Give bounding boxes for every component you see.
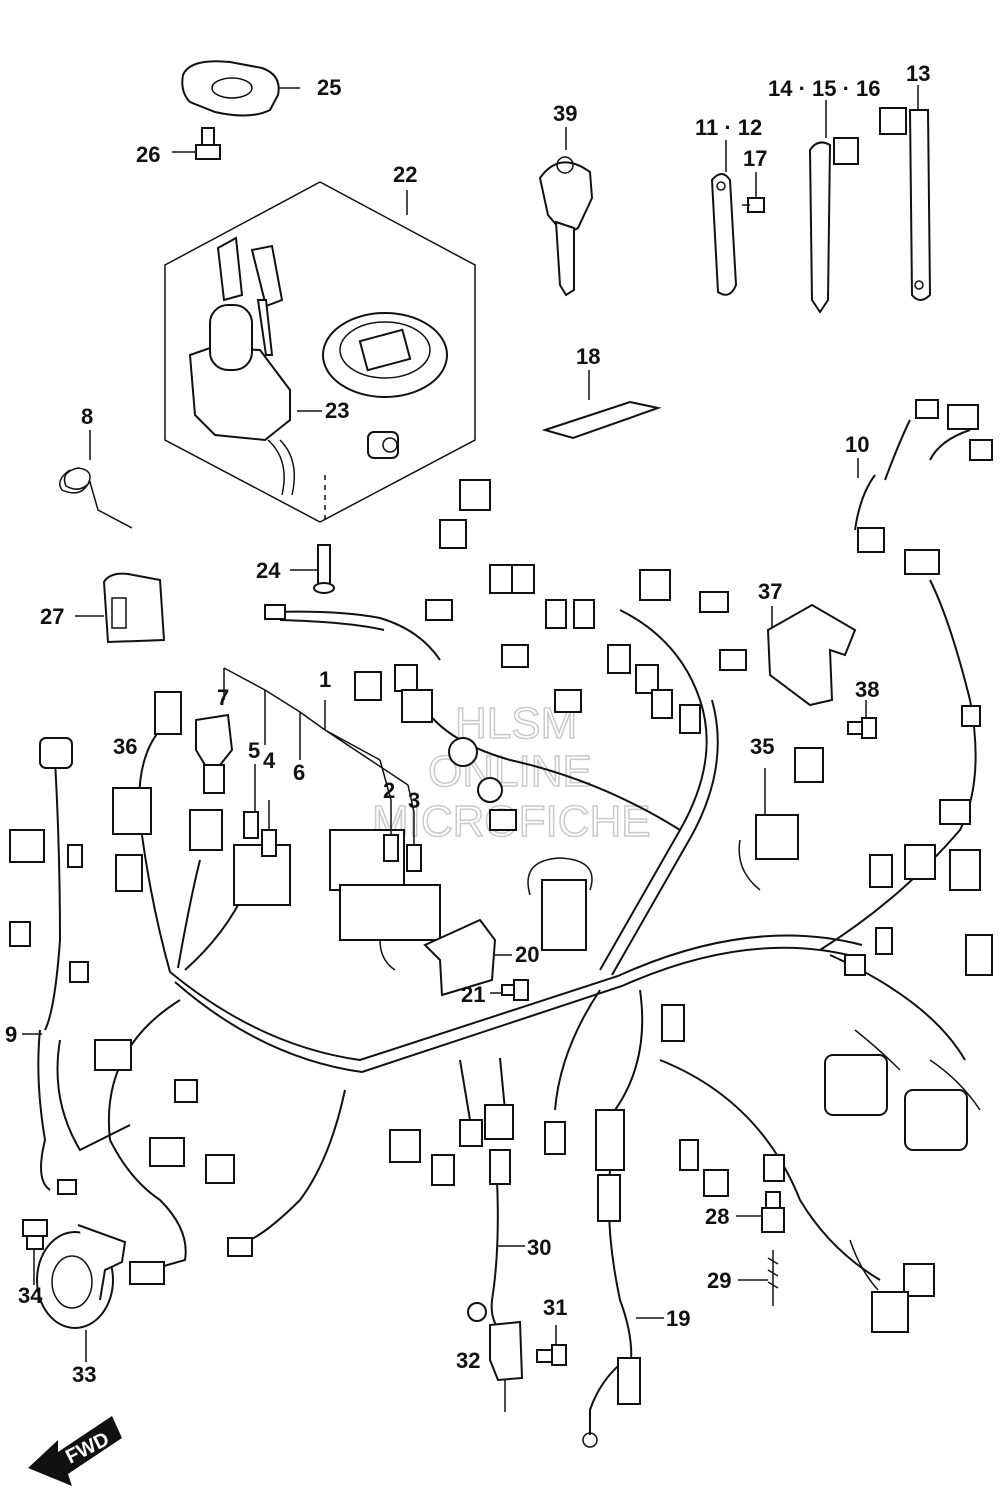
part-34-bolt[interactable] [22,1219,48,1285]
callout-31: 31 [543,1295,567,1320]
part-32-switch[interactable] [467,1302,524,1412]
part-24-screw[interactable] [290,544,335,594]
callout-32: 32 [456,1348,480,1373]
callout-13: 13 [906,61,930,86]
right-connectors[interactable] [844,705,993,976]
label-leaders [223,667,415,813]
callout-labels: 25 26 22 23 24 39 11 · 12 17 14 · 15 · 1… [5,61,930,1387]
part-4-fuse[interactable] [261,800,277,857]
callout-11-12: 11 · 12 [695,115,762,140]
callout-1: 1 [319,667,331,692]
part-37-bracket[interactable] [766,603,857,707]
part-5-fuse[interactable] [243,764,259,839]
callout-37: 37 [758,579,782,604]
part-18-pad[interactable] [541,370,662,440]
part-27-cover[interactable] [75,572,166,644]
callout-25: 25 [317,75,341,100]
callout-27: 27 [40,604,64,629]
part-1-main-harness[interactable] [56,479,981,1281]
part-30-switch-harness[interactable] [489,1149,525,1331]
part-29-spring[interactable] [738,1250,779,1306]
callout-5: 5 [248,738,260,763]
callout-17: 17 [743,146,767,171]
part-22-lock-set[interactable] [164,181,476,523]
lower-right-connectors[interactable] [849,1239,935,1333]
callout-19: 19 [666,1306,690,1331]
lower-left-connectors[interactable] [129,1237,253,1285]
callout-2: 2 [383,778,395,803]
part-25-cover[interactable] [181,60,300,117]
callout-10: 10 [845,432,869,457]
callout-22: 22 [393,162,417,187]
part-38-bolt[interactable] [847,700,877,739]
part-14-15-16-tie[interactable] [808,100,859,314]
part-31-bolt[interactable] [536,1325,567,1366]
part-33-horn[interactable] [36,1224,127,1362]
part-35-connector[interactable] [738,747,824,891]
callout-6: 6 [293,760,305,785]
callout-4: 4 [263,748,276,773]
callout-23: 23 [325,398,349,423]
callout-9: 9 [5,1022,17,1047]
callout-39: 39 [553,101,577,126]
part-39-key[interactable] [538,127,594,297]
callout-34: 34 [18,1283,43,1308]
part-26-bolt[interactable] [172,127,221,160]
callout-7: 7 [217,685,229,710]
part-28-sensor[interactable] [736,1191,785,1233]
callout-20: 20 [515,942,539,967]
part-13-tie[interactable] [879,85,932,301]
callout-26: 26 [136,142,160,167]
callout-8: 8 [81,404,93,429]
callout-33: 33 [72,1362,96,1387]
part-10-harness[interactable] [854,399,993,575]
callout-14-15-16: 14 · 15 · 16 [768,76,881,101]
callout-18: 18 [576,344,600,369]
fwd-direction-badge: FWD [28,1416,122,1486]
part-11-12-clamp[interactable] [710,140,738,296]
part-19-sub-harness[interactable] [582,1169,664,1448]
callout-36: 36 [113,734,137,759]
callout-38: 38 [855,677,879,702]
callout-21: 21 [461,982,485,1007]
part-7-relay[interactable] [195,713,234,794]
part-2-fuse[interactable] [383,800,399,862]
callout-24: 24 [256,558,281,583]
callout-35: 35 [750,734,774,759]
part-9-sub-harness[interactable] [9,737,89,1195]
callout-29: 29 [707,1268,731,1293]
part-8-spring[interactable] [59,430,133,529]
part-21-bolt[interactable] [490,979,529,1001]
callout-3: 3 [408,788,420,813]
part-3-fuse[interactable] [406,812,422,872]
callout-30: 30 [527,1235,551,1260]
part-20-bracket[interactable] [423,918,512,997]
callout-28: 28 [705,1204,729,1229]
part-17-bolt[interactable] [742,172,765,213]
